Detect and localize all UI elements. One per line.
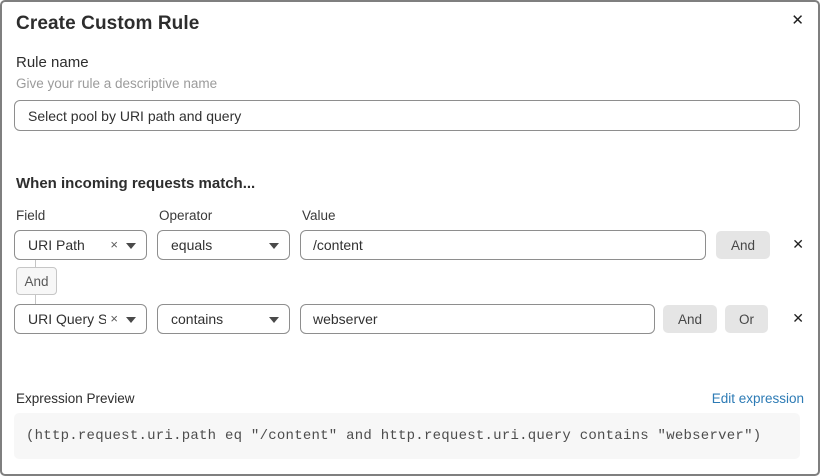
field-select-value: URI Query St... (28, 311, 106, 327)
value-input[interactable] (300, 304, 655, 334)
operator-column-label: Operator (159, 208, 213, 223)
matcher-column-labels: Field Operator Value (16, 208, 806, 224)
delete-condition-icon[interactable]: ✕ (792, 311, 804, 327)
rule-name-helper: Give your rule a descriptive name (16, 76, 218, 91)
connector-line (35, 295, 36, 304)
condition-row: URI Query St... × contains And Or ✕ (14, 304, 806, 334)
chevron-down-icon (126, 242, 136, 249)
operator-select-value: contains (171, 311, 224, 327)
page-title: Create Custom Rule (16, 13, 200, 34)
rule-name-input[interactable] (14, 100, 800, 131)
field-select[interactable]: URI Query St... × (14, 304, 147, 334)
close-icon[interactable]: ✕ (787, 8, 808, 32)
operator-select-value: equals (171, 237, 213, 253)
value-column-label: Value (302, 208, 336, 223)
field-select-value: URI Path (28, 237, 85, 253)
field-column-label: Field (16, 208, 46, 223)
field-select[interactable]: URI Path × (14, 230, 147, 260)
and-connector-badge: And (16, 267, 57, 295)
expression-preview-header: Expression Preview Edit expression (16, 390, 804, 407)
delete-condition-icon[interactable]: ✕ (792, 237, 804, 253)
operator-select[interactable]: equals (157, 230, 290, 260)
matcher-heading: When incoming requests match... (16, 175, 256, 192)
chevron-down-icon (269, 242, 279, 249)
expression-preview-code: (http.request.uri.path eq "/content" and… (14, 413, 800, 459)
operator-select[interactable]: contains (157, 304, 290, 334)
value-input[interactable] (300, 230, 706, 260)
clear-icon[interactable]: × (110, 237, 118, 252)
condition-connector: And (14, 260, 806, 304)
edit-expression-link[interactable]: Edit expression (711, 391, 804, 406)
add-and-condition-button[interactable]: And (663, 305, 718, 333)
chevron-down-icon (126, 316, 136, 323)
rule-name-label: Rule name (16, 54, 89, 71)
connector-line (35, 260, 36, 267)
condition-row: URI Path × equals And ✕ (14, 230, 806, 260)
chevron-down-icon (269, 316, 279, 323)
expression-preview-label: Expression Preview (16, 391, 135, 406)
clear-icon[interactable]: × (110, 311, 118, 326)
add-or-condition-button[interactable]: Or (725, 305, 769, 333)
add-and-condition-button[interactable]: And (716, 231, 771, 259)
